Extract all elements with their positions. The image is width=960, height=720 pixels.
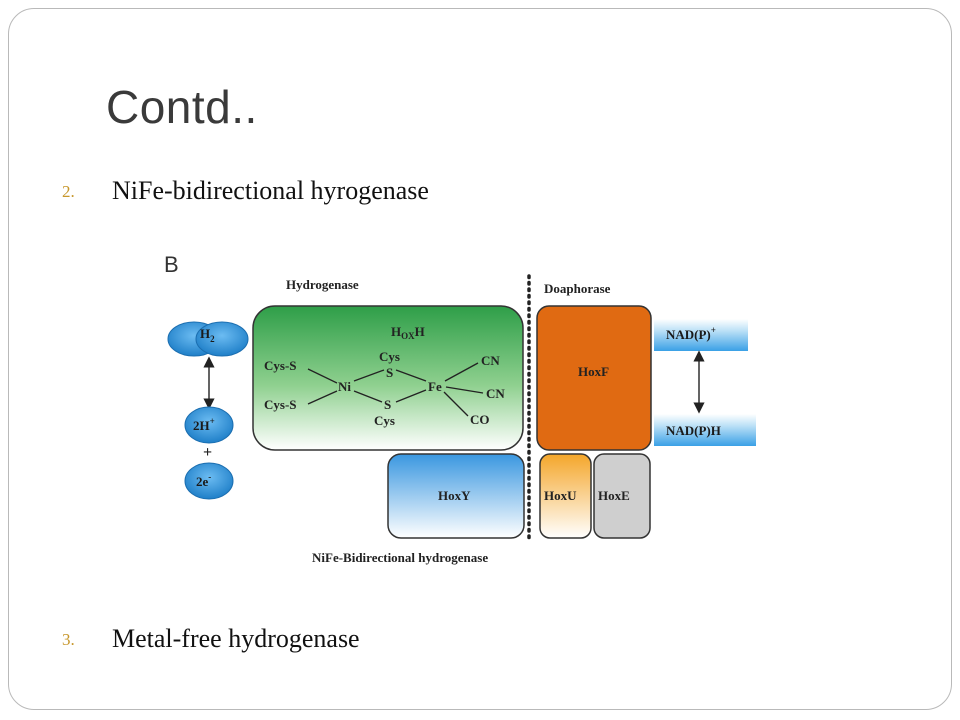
list-item-nife: 2. NiFe-bidirectional hyrogenase <box>62 176 429 206</box>
cn-1-label: CN <box>481 353 500 368</box>
list-item-metal-free: 3. Metal-free hydrogenase <box>62 624 360 654</box>
nadp-plus-label: NAD(P)+ <box>666 325 716 342</box>
nadp-plus-box <box>654 319 748 351</box>
figure-caption: NiFe-Bidirectional hydrogenase <box>312 550 488 565</box>
hoxf-box <box>536 305 652 451</box>
s-bottom-label: S <box>384 397 391 412</box>
hydrogenase-box <box>252 305 524 451</box>
cys-s-bottom-label: Cys-S <box>264 397 297 412</box>
hoxe-box <box>593 453 651 539</box>
h2-label: H2 <box>200 326 215 344</box>
s-top-label: S <box>386 365 393 380</box>
panel-letter: B <box>164 252 179 277</box>
hoxh-label: HOXH <box>391 324 425 341</box>
hydrogenase-diagram: B Hydrogenase Doaphorase HOXH Cys-S Cys-… <box>160 244 760 579</box>
nadph-box <box>654 414 756 446</box>
cys-top-label: Cys <box>379 349 400 364</box>
hoxe-label: HoxE <box>598 488 630 503</box>
list-item-text: NiFe-bidirectional hyrogenase <box>112 176 429 205</box>
hoxf-label: HoxF <box>578 364 609 379</box>
proton-label: 2H+ <box>193 416 215 433</box>
co-label: CO <box>470 412 490 427</box>
hydrogenase-heading: Hydrogenase <box>286 277 359 292</box>
list-item-text: Metal-free hydrogenase <box>112 624 360 653</box>
cn-2-label: CN <box>486 386 505 401</box>
cys-s-top-label: Cys-S <box>264 358 297 373</box>
slide-title: Contd.. <box>106 81 258 133</box>
list-item-number: 2. <box>62 182 75 201</box>
ni-label: Ni <box>338 379 351 394</box>
electron-label: 2e- <box>196 472 211 489</box>
slide-frame <box>8 8 952 710</box>
hoxy-label: HoxY <box>438 488 471 503</box>
diaphorase-heading: Doaphorase <box>544 281 611 296</box>
fe-label: Fe <box>428 379 442 394</box>
h2-ellipse-right <box>195 321 249 357</box>
cys-bottom-label: Cys <box>374 413 395 428</box>
hoxy-box <box>387 453 525 539</box>
nadph-label: NAD(P)H <box>666 423 721 438</box>
plus-sign: + <box>203 444 212 461</box>
electron-ellipse <box>184 462 234 500</box>
hoxu-box <box>539 453 592 539</box>
list-item-number: 3. <box>62 630 75 649</box>
proton-ellipse <box>184 406 234 444</box>
bond-lines <box>307 362 484 417</box>
hoxu-label: HoxU <box>544 488 577 503</box>
